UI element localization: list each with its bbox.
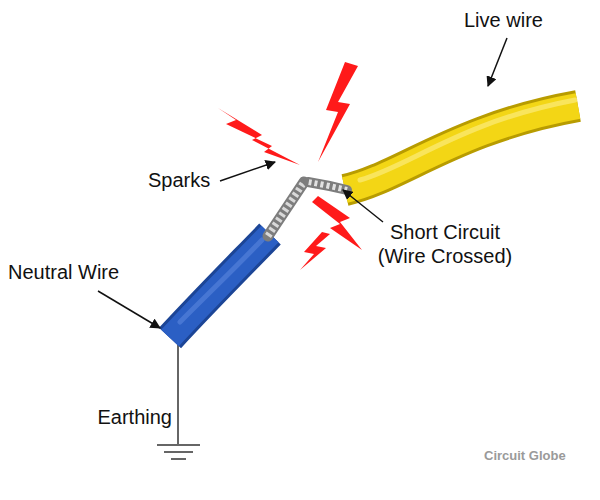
live-wire-insulation	[345, 106, 578, 190]
wire-label: Neutral Wire	[8, 260, 119, 284]
neutral-conductor	[268, 182, 304, 236]
live-wire-insulation	[345, 106, 578, 190]
live-conductor	[308, 182, 347, 190]
leader-arrow	[220, 162, 275, 181]
earth-symbol	[157, 444, 200, 446]
watermark: Circuit Globe	[484, 448, 566, 464]
neutral-wire-insulation	[170, 234, 270, 338]
leader-arrow	[488, 38, 507, 86]
neutral-conductor	[268, 182, 304, 236]
neutral-wire-insulation	[170, 234, 270, 338]
wire-highlight	[180, 240, 262, 322]
leader-arrow	[98, 291, 160, 328]
wire-highlight	[360, 100, 575, 180]
earth-wire	[177, 335, 179, 444]
leader-arrow	[343, 190, 383, 222]
part-label: Earthing	[98, 405, 173, 429]
earth-symbol	[171, 458, 186, 460]
part-label: Sparks	[148, 168, 210, 192]
earth-symbol	[164, 451, 193, 453]
wire-label: Live wire	[464, 8, 543, 32]
spark-bolt	[318, 62, 358, 162]
callout-label: Short Circuit (Wire Crossed)	[366, 220, 524, 268]
spark-bolt	[218, 108, 300, 165]
spark-bolt	[300, 232, 330, 270]
live-conductor	[308, 182, 347, 190]
